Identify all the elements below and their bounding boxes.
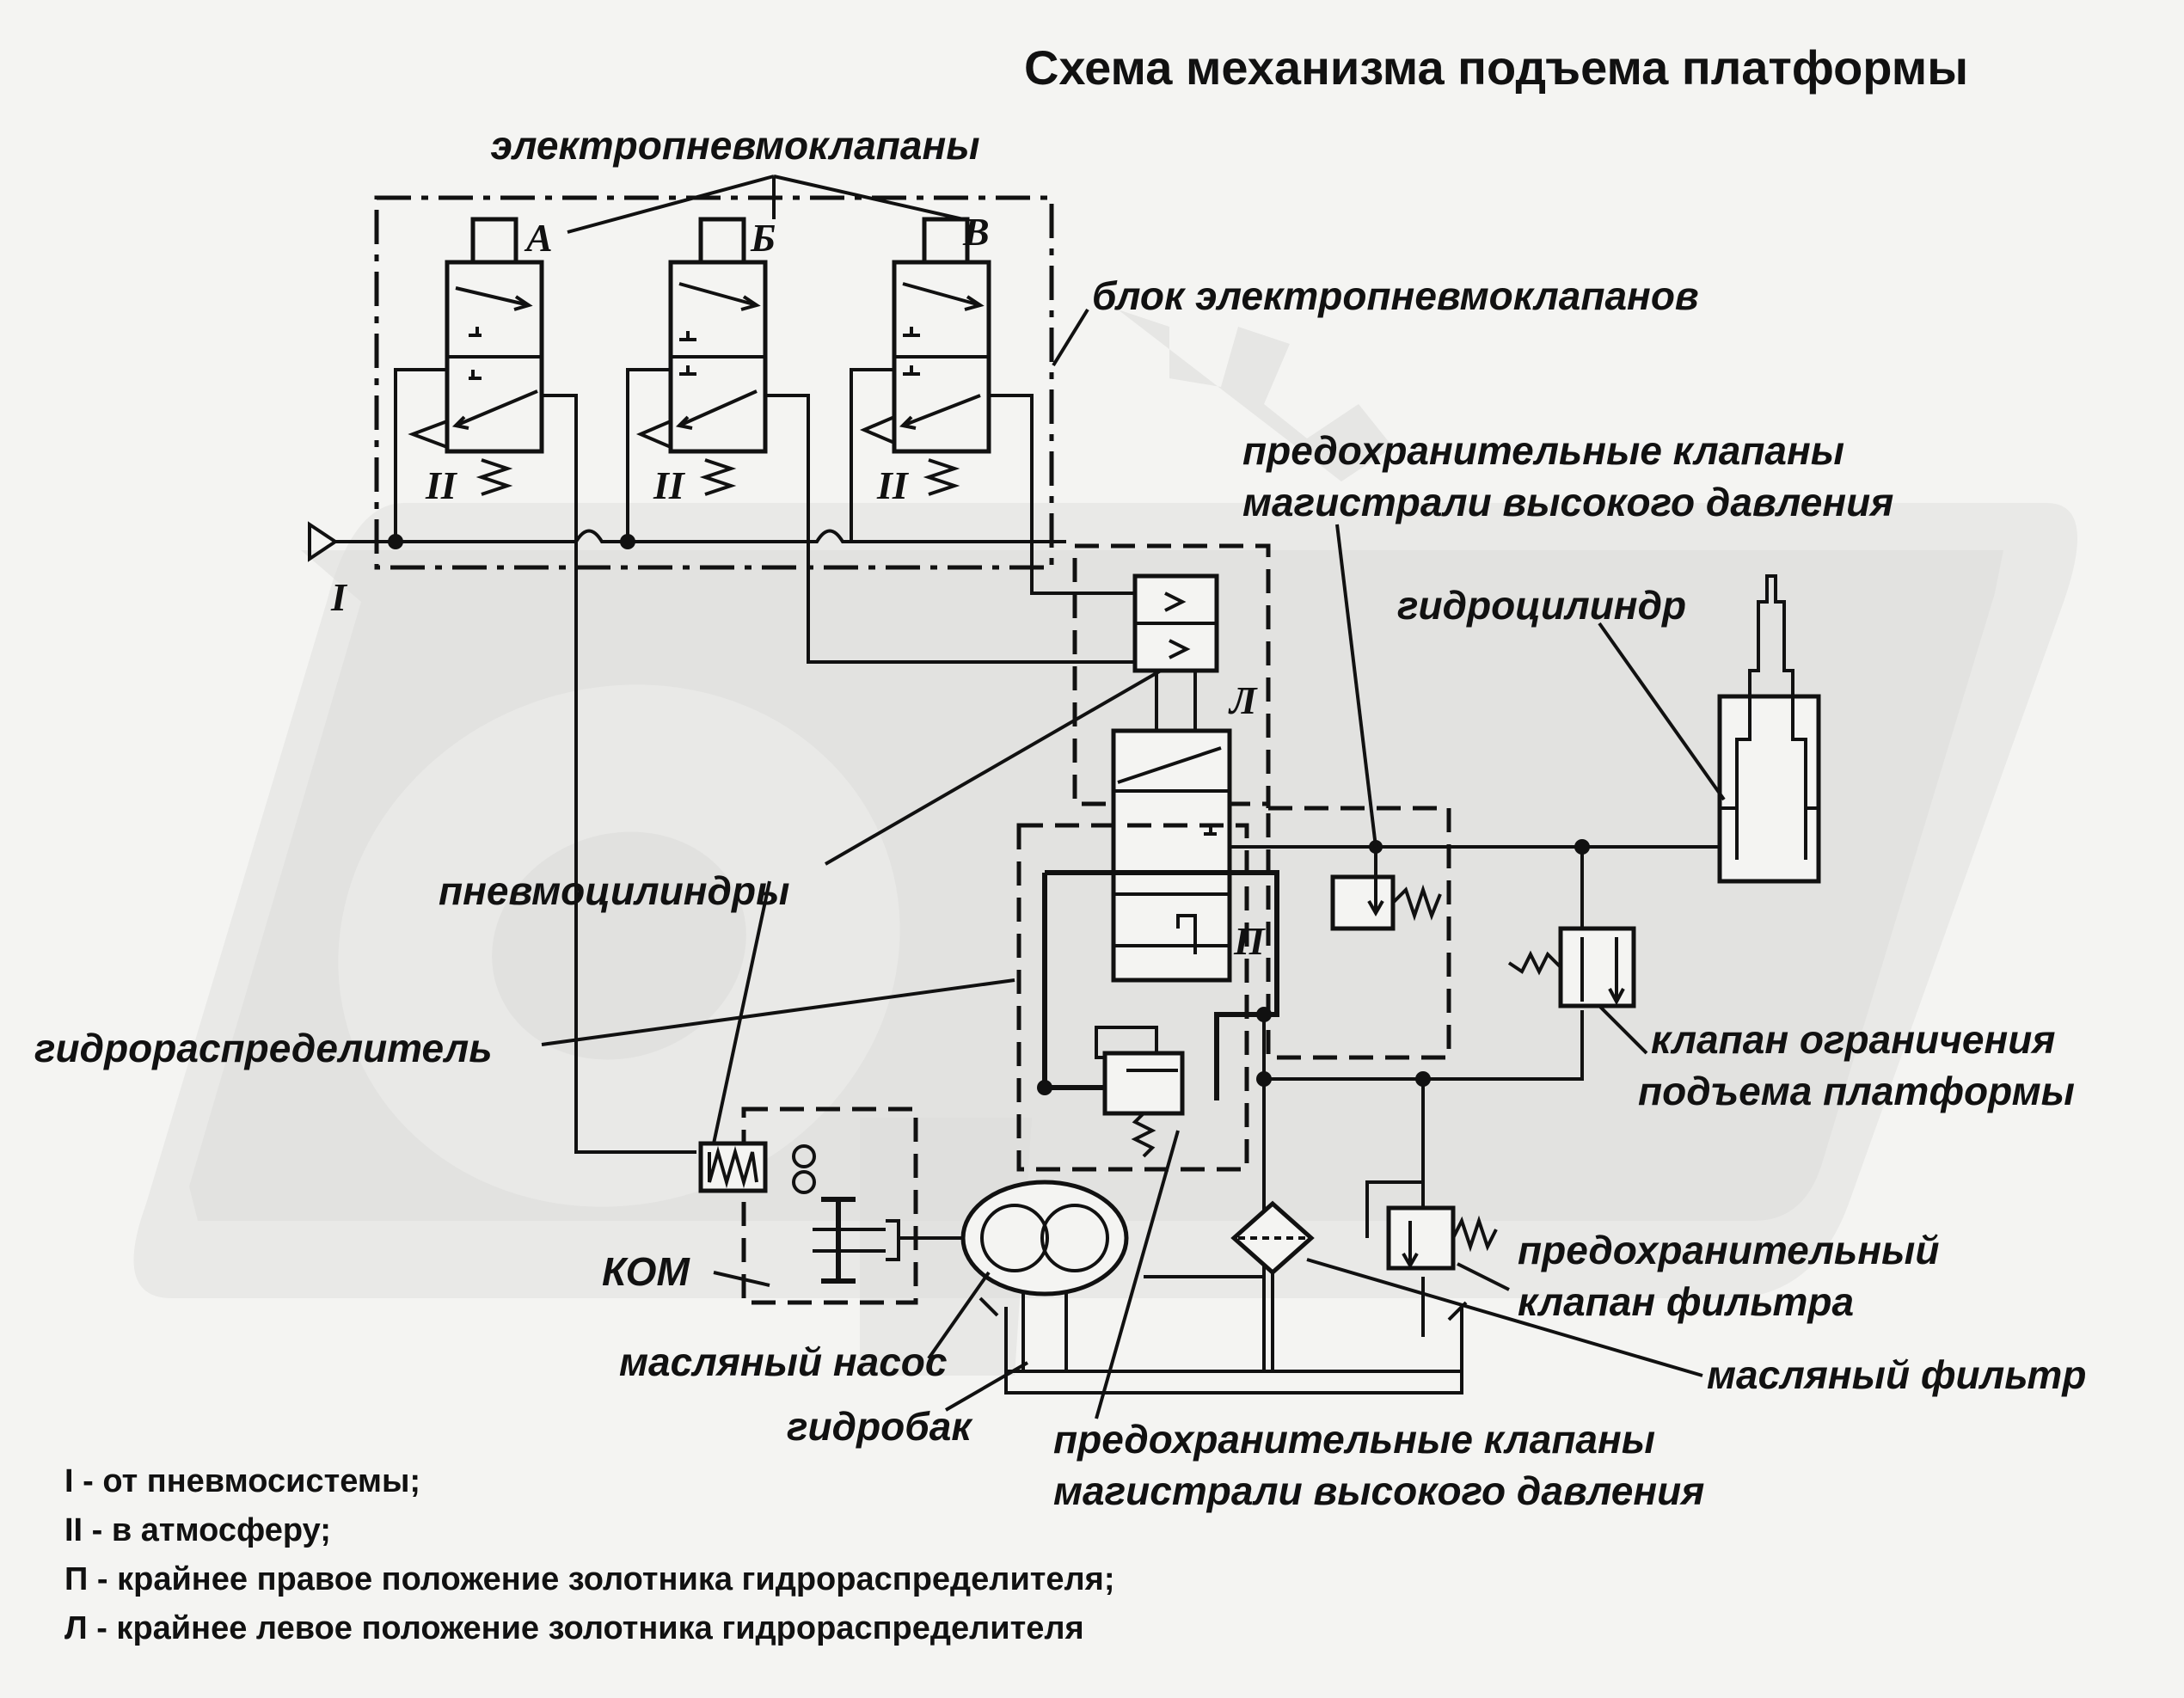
valve-v-mark: В xyxy=(962,210,990,254)
valve-b-mark: Б xyxy=(750,216,776,260)
legend: I - от пневмосистемы; II - в атмосферу; … xyxy=(64,1463,1115,1646)
solenoid-valve-v: II В xyxy=(859,210,991,507)
hydro-cylinder xyxy=(1717,574,1821,884)
oil-pump-label: масляный насос xyxy=(619,1339,947,1384)
solenoid-valve-block-frame xyxy=(374,195,1054,570)
power-take-off xyxy=(698,1106,918,1305)
position-left-mark: Л xyxy=(1228,678,1258,722)
legend-item-2: II - в атмосферу; xyxy=(64,1512,331,1548)
limit-valve-label-2: подъема платформы xyxy=(1638,1069,2075,1113)
watermark-logo xyxy=(133,310,2077,1376)
legend-item-1: I - от пневмосистемы; xyxy=(64,1463,420,1499)
relief-top-label-1: предохранительные клапаны xyxy=(1242,428,1844,473)
oil-filter-label: масляный фильтр xyxy=(1707,1352,2086,1397)
filter-relief-valve xyxy=(1365,1180,1498,1271)
hydro-distributor: Л П xyxy=(1072,543,1376,983)
filter-relief-label-1: предохранительный xyxy=(1518,1228,1939,1272)
legend-item-4: Л - крайнее левое положение золотника ги… xyxy=(64,1610,1084,1646)
air-supply-lines: I xyxy=(308,368,1135,1154)
filter-relief-label-2: клапан фильтра xyxy=(1518,1279,1854,1324)
hydraulic-tank xyxy=(1004,1301,1468,1395)
pto-label: КОМ xyxy=(602,1249,690,1294)
atm-mark-a: II xyxy=(425,463,458,507)
platform-limit-valve xyxy=(1507,926,1636,1008)
solenoid-valves-label: электропневмоклапаны xyxy=(490,123,979,168)
valve-block-label: блок электропневмоклапанов xyxy=(1092,273,1699,318)
solenoid-valve-b: II Б xyxy=(635,216,776,507)
tank-label: гидробак xyxy=(787,1404,973,1449)
input-mark: I xyxy=(330,575,348,619)
oil-pump xyxy=(899,1180,1129,1371)
legend-item-3: П - крайнее правое положение золотника г… xyxy=(64,1561,1115,1597)
solenoid-valve-a: II А xyxy=(408,216,553,507)
pneumo-cylinders-label: пневмоцилиндры xyxy=(439,868,789,913)
relief-bottom-label-2: магистрали высокого давления xyxy=(1053,1468,1704,1513)
atm-mark-v: II xyxy=(876,463,910,507)
limit-valve-label-1: клапан ограничения xyxy=(1651,1017,2056,1062)
relief-valve-high-pressure xyxy=(1330,840,1442,931)
diagram-title: Схема механизма подъема платформы xyxy=(1024,40,1968,95)
hydro-cylinder-label: гидроцилиндр xyxy=(1397,583,1686,628)
relief-top-label-2: магистрали высокого давления xyxy=(1242,480,1893,524)
position-right-mark: П xyxy=(1233,919,1266,963)
oil-filter xyxy=(1230,1200,1315,1371)
relief-valve-low xyxy=(1095,1026,1185,1158)
distributor-label: гидрораспределитель xyxy=(34,1026,493,1070)
valve-a-mark: А xyxy=(524,216,553,260)
relief-bottom-label-1: предохранительные клапаны xyxy=(1053,1417,1655,1462)
atm-mark-b: II xyxy=(653,463,686,507)
